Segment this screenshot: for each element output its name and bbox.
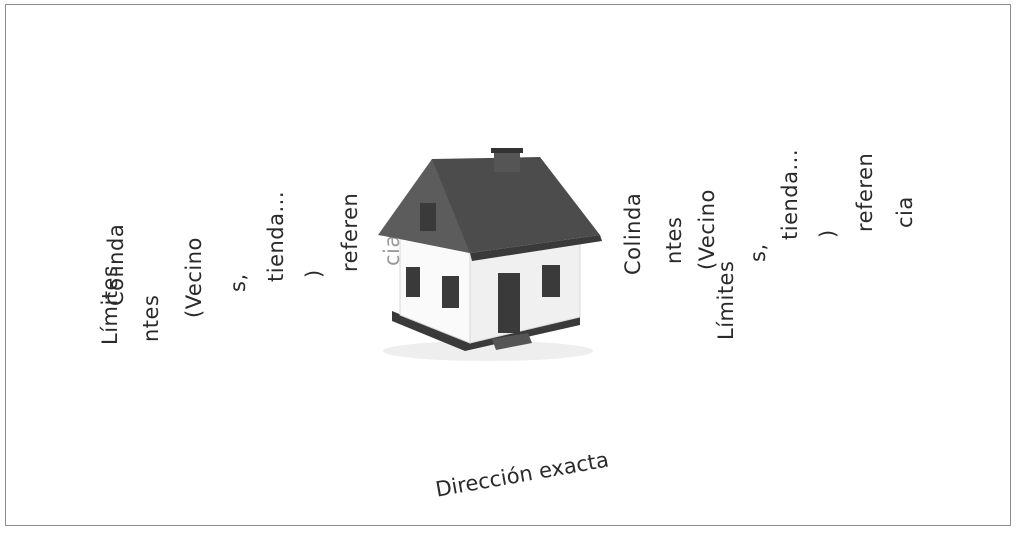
- left-col-word-3: (Vecino: [184, 237, 205, 318]
- house-icon: [370, 145, 605, 365]
- left-col-word-7: referen: [340, 193, 361, 272]
- right-col-word-6: ): [818, 229, 839, 238]
- right-col-word-3: (Vecino: [697, 189, 718, 270]
- right-col-word-5: tienda...: [780, 149, 801, 240]
- left-col-word-5: tienda...: [266, 191, 287, 282]
- right-col-word-4: s,: [748, 243, 769, 262]
- left-col-word-1: Colinda: [106, 224, 127, 306]
- right-col-word-1: Colinda: [623, 193, 644, 275]
- right-col-word-7: referen: [855, 153, 876, 232]
- limites-label-right: Límites: [716, 261, 737, 340]
- left-col-word-6: ): [304, 269, 325, 278]
- left-col-word-4: s,: [228, 273, 249, 292]
- right-col-word-8: cia: [895, 196, 916, 228]
- right-col-word-2: ntes: [664, 217, 685, 264]
- left-col-word-2: ntes: [141, 295, 162, 342]
